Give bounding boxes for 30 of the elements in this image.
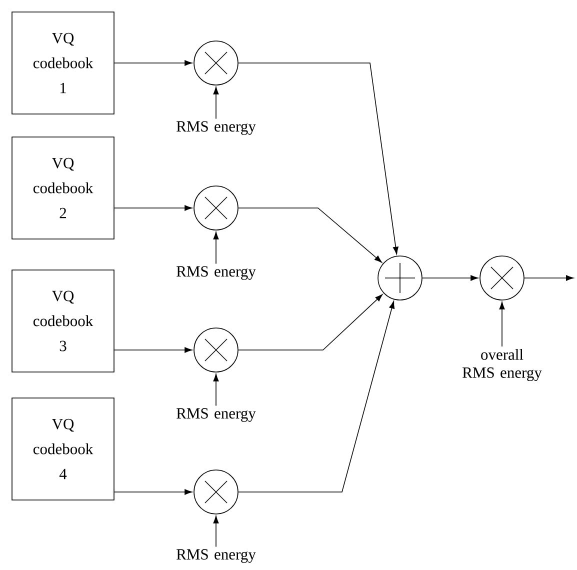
codebook-box: VQ codebook 3 [12,270,114,372]
arrow [238,208,382,263]
arrow [213,86,219,120]
arrow [213,232,219,264]
arrow [114,347,192,353]
adder-circle [378,256,422,300]
codebook-box: VQ codebook 1 [12,12,114,114]
arrow [213,374,219,406]
arrow [114,60,192,66]
multiplier-circle [480,256,524,300]
arrow [499,302,505,347]
arrow [213,516,219,548]
codebook-box: VQ codebook 2 [12,136,114,240]
arrow [524,275,574,281]
signal-label: RMS energy [176,549,256,563]
signal-label: overall RMS energy [462,348,542,382]
multiplier-circle [194,470,238,514]
multiplier-circle [194,328,238,372]
arrow [238,294,383,350]
arrow [238,301,395,492]
signal-label: RMS energy [176,266,256,280]
arrow [114,489,192,495]
signal-label: RMS energy [176,408,256,422]
multiplier-circle [194,40,238,86]
arrow [422,275,478,281]
arrow [238,62,398,254]
arrow [114,205,192,211]
codebook-box: VQ codebook 4 [12,398,114,500]
signal-label: RMS energy [176,121,256,135]
multiplier-circle [194,186,238,230]
